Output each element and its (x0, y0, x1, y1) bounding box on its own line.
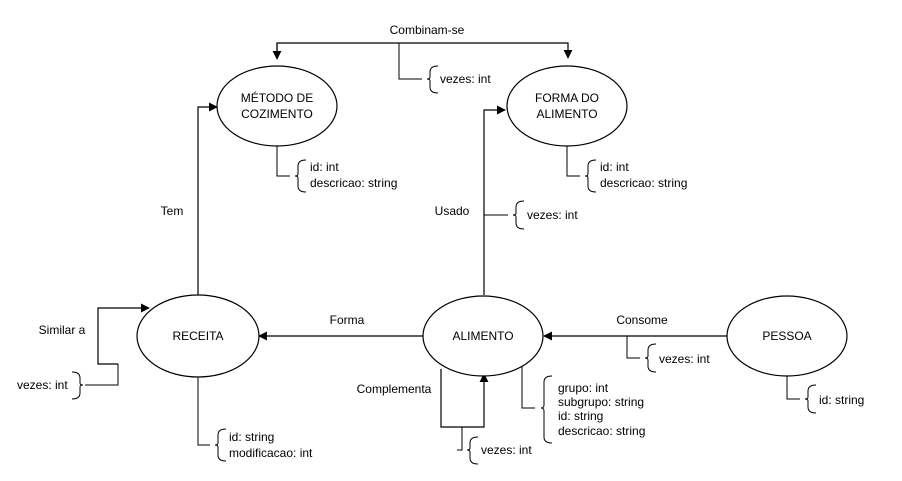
attributes-similar-a: vezes: int (17, 364, 119, 400)
relation-label-similar-a: Similar a (39, 323, 86, 337)
edge-complementa (440, 369, 489, 428)
entity-label: PESSOA (762, 329, 811, 343)
relation-label-usado: Usado (435, 204, 470, 218)
attributes-receita: id: string modificacao: int (197, 377, 313, 462)
edge-similar-a (97, 303, 150, 365)
attribute-text: vezes: int (659, 352, 710, 366)
attributes-alimento: grupo: int subgrupo: string id: string d… (521, 366, 645, 444)
edge-combinam-se (276, 42, 399, 58)
attribute-text: vezes: int (440, 72, 491, 86)
entity-label: ALIMENTO (452, 329, 513, 343)
attributes-metodo: id: int descricao: string (276, 146, 397, 193)
attribute-text: descricao: string (310, 176, 397, 190)
attribute-text: id: int (310, 160, 339, 174)
relation-label-forma: Forma (330, 313, 365, 327)
entity-label: MÉTODO DE (241, 90, 313, 105)
attribute-text: id: string (229, 430, 274, 444)
attributes-consome: vezes: int (626, 336, 710, 373)
entity-metodo-de-cozimento: MÉTODO DE COZIMENTO (216, 65, 338, 147)
attribute-text: id: string (558, 409, 603, 423)
attribute-text: descricao: string (600, 176, 687, 190)
entity-receita: RECEITA (136, 294, 260, 378)
attributes-pessoa: id: string (786, 376, 864, 414)
relation-label-tem: Tem (161, 204, 184, 218)
entity-pessoa: PESSOA (726, 295, 848, 377)
entity-label: RECEITA (172, 329, 223, 343)
attribute-text: vezes: int (481, 443, 532, 457)
attributes-complementa: vezes: int (457, 427, 532, 465)
entity-label: COZIMENTO (241, 107, 313, 121)
entity-forma-do-alimento: FORMA DO ALIMENTO (506, 65, 628, 147)
attributes-usado: vezes: int (484, 200, 578, 230)
attribute-text: modificacao: int (229, 446, 313, 460)
attribute-text: id: int (600, 160, 629, 174)
attribute-text: descricao: string (558, 424, 645, 438)
attribute-text: vezes: int (17, 378, 68, 392)
attribute-text: grupo: int (558, 381, 609, 395)
edge-tem (197, 102, 218, 295)
entity-alimento: ALIMENTO (422, 295, 544, 377)
edge-usado (483, 105, 506, 295)
attributes-forma: id: int descricao: string (566, 146, 687, 193)
attribute-text: id: string (819, 393, 864, 407)
attribute-text: vezes: int (527, 208, 578, 222)
attribute-text: subgrupo: string (558, 395, 644, 409)
relation-label-combinam-se: Combinam-se (390, 23, 465, 37)
edge-combinam-se-right (399, 42, 573, 59)
relation-label-complementa: Complementa (357, 382, 432, 396)
entity-label: ALIMENTO (536, 107, 597, 121)
attributes-combinam-se: vezes: int (398, 43, 491, 94)
entity-label: FORMA DO (535, 91, 599, 105)
relation-label-consome: Consome (616, 313, 668, 327)
